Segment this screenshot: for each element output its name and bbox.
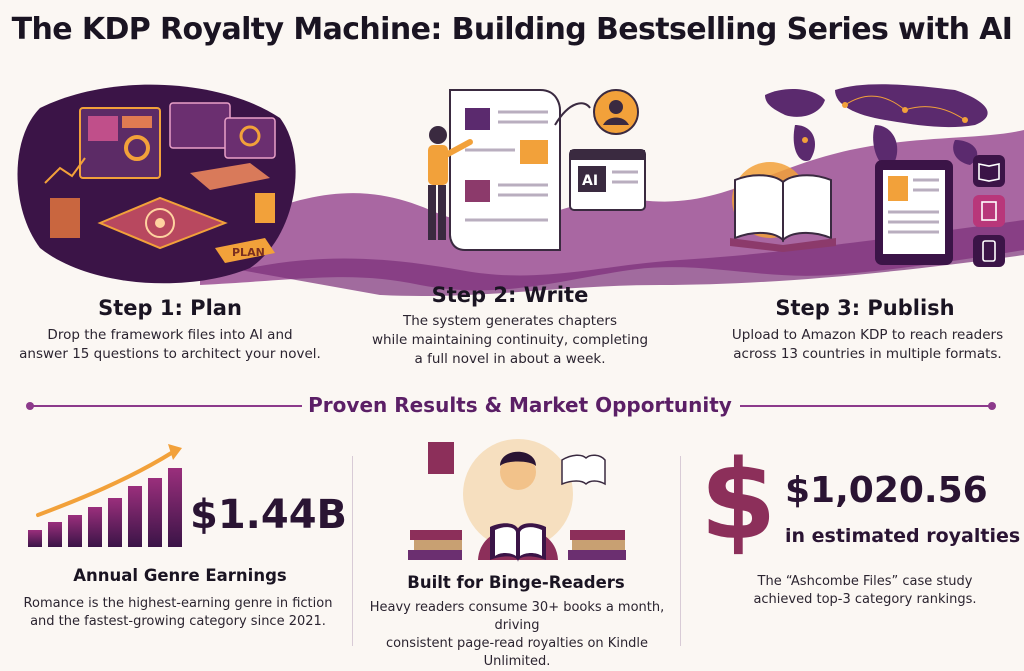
- royalties-label: in estimated royalties: [785, 525, 1021, 547]
- world-map-icon: [765, 84, 988, 170]
- page-title: The KDP Royalty Machine: Building Bestse…: [11, 12, 1013, 47]
- step-1-title: Step 1: Plan: [98, 296, 242, 320]
- person-icon: [428, 126, 473, 240]
- tablet-icon: [875, 160, 953, 265]
- write-illustration: AI: [428, 89, 646, 251]
- dollar-icon: $: [700, 436, 777, 564]
- divider-dot-right: [988, 402, 996, 410]
- divider-line-right: [740, 405, 990, 407]
- step-3-title: Step 3: Publish: [775, 296, 955, 320]
- mobile-format-icon: [973, 235, 1005, 267]
- divider-line-left: [32, 405, 302, 407]
- case-study-desc: The “Ashcombe Files” case study achieved…: [753, 574, 977, 607]
- paperback-format-icon: [973, 195, 1005, 227]
- open-book-icon: [730, 174, 836, 252]
- binge-readers-desc: Heavy readers consume 30+ books a month,…: [369, 600, 665, 669]
- binge-readers-title: Built for Binge-Readers: [407, 573, 625, 592]
- divider-dot-left: [26, 402, 34, 410]
- genre-earnings-desc: Romance is the highest-earning genre in …: [23, 596, 333, 629]
- separator-2: [680, 456, 681, 646]
- svg-text:PLAN: PLAN: [232, 246, 265, 259]
- publish-illustration: [730, 84, 1005, 267]
- section-title: Proven Results & Market Opportunity: [308, 393, 732, 417]
- step-3-desc: Upload to Amazon KDP to reach readers ac…: [731, 327, 1004, 362]
- genre-earnings-value: $1.44B: [190, 492, 348, 538]
- ai-window-icon: AI: [569, 149, 646, 211]
- reader-icon: [408, 439, 626, 562]
- step-1-desc: Drop the framework files into AI and ans…: [19, 327, 321, 362]
- growth-chart-icon: [28, 444, 182, 547]
- svg-text:AI: AI: [582, 173, 598, 189]
- separator-1: [352, 456, 353, 646]
- step-2-title: Step 2: Write: [431, 283, 589, 307]
- royalties-value: $1,020.56: [785, 470, 988, 511]
- step-2-desc: The system generates chapters while main…: [371, 313, 649, 367]
- plan-illustration: PLAN: [17, 84, 296, 284]
- genre-earnings-title: Annual Genre Earnings: [73, 566, 287, 585]
- ebook-format-icon: [973, 155, 1005, 187]
